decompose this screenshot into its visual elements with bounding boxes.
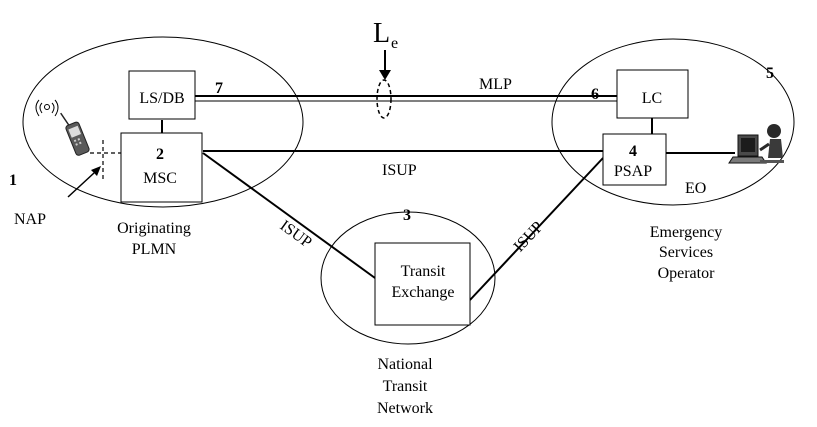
lc-box [616, 69, 689, 119]
msc-label: MSC [143, 170, 177, 187]
le-interface-ellipse [376, 79, 392, 119]
national-label-line1: National [377, 356, 433, 373]
isup-msc-transit-line [202, 152, 376, 279]
national-transit-ellipse [320, 211, 496, 345]
mlp-label: MLP [479, 76, 512, 93]
number-1: 1 [9, 172, 17, 189]
number-7: 7 [215, 80, 223, 97]
national-label-line3: Network [377, 400, 433, 417]
psap-box [602, 133, 667, 186]
emergency-label-line3: Operator [658, 265, 716, 282]
nap-arrow-head [91, 166, 101, 176]
number-4: 4 [629, 143, 637, 160]
originating-label-line2: PLMN [132, 241, 177, 258]
nap-label: NAP [14, 211, 46, 228]
transit-label-line2: Exchange [391, 284, 454, 301]
interface-subscript: e [391, 35, 398, 52]
originating-label-line1: Originating [117, 220, 191, 237]
transit-exchange-box [374, 242, 471, 326]
mobile-phone-icon [60, 112, 90, 156]
isup-left-label: ISUP [277, 217, 315, 251]
number-5: 5 [766, 65, 774, 82]
number-3: 3 [403, 207, 411, 224]
eo-label: EO [685, 180, 706, 197]
lc-label: LC [642, 90, 662, 107]
operator-workstation-icon [728, 124, 784, 164]
psap-label: PSAP [614, 163, 652, 180]
national-label-line2: Transit [383, 378, 428, 395]
emergency-operator-ellipse [551, 38, 795, 206]
transit-label-line1: Transit [401, 263, 446, 280]
originating-plmn-ellipse [22, 36, 304, 208]
ls-db-label: LS/DB [139, 90, 184, 107]
isup-top-label: ISUP [382, 162, 417, 179]
msc-box [120, 132, 203, 203]
ls-db-box [128, 70, 196, 120]
number-6: 6 [591, 86, 599, 103]
le-arrow-head [379, 70, 391, 80]
isup-transit-psap-line [469, 157, 604, 301]
antenna-signal-icon [35, 99, 59, 117]
number-2: 2 [156, 146, 164, 163]
nap-arrow-shaft [67, 172, 95, 198]
emergency-label-line1: Emergency [650, 224, 723, 241]
emergency-label-line2: Services [659, 244, 713, 261]
interface-label: L [373, 18, 390, 49]
